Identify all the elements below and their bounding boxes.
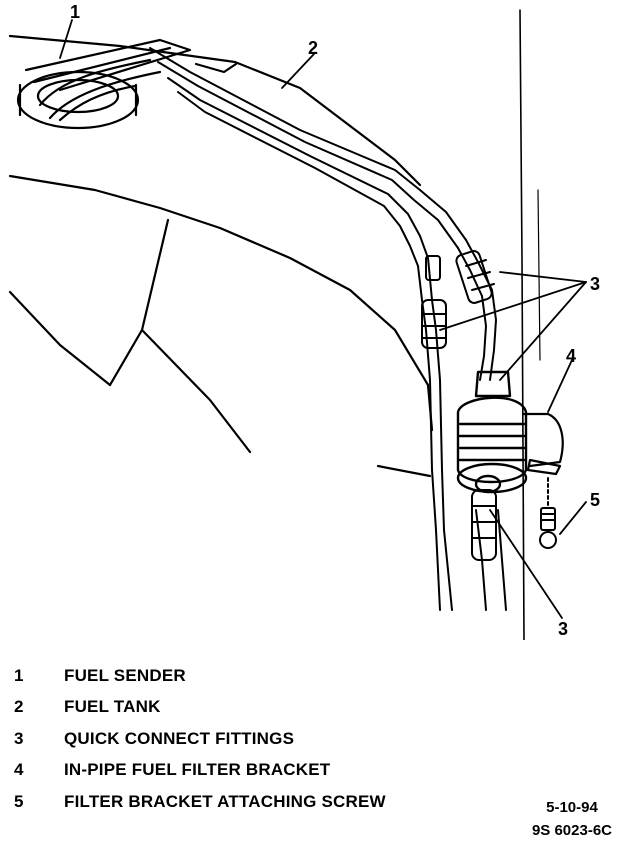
legend-text: IN-PIPE FUEL FILTER BRACKET — [64, 760, 331, 780]
legend-number: 5 — [14, 791, 24, 811]
quick-connect-fitting-upper — [455, 250, 495, 304]
legend-item: 3 QUICK CONNECT FITTINGS — [14, 723, 474, 755]
legend-item: 4 IN-PIPE FUEL FILTER BRACKET — [14, 755, 474, 787]
bracket-screw — [539, 477, 557, 549]
filter-bracket — [522, 412, 564, 476]
fuel-lines — [149, 47, 507, 611]
quick-connect-fitting-middle — [421, 255, 447, 349]
callout-3-lower: 3 — [558, 619, 568, 639]
callout-5: 5 — [590, 490, 600, 510]
legend-item: 1 FUEL SENDER — [14, 660, 474, 692]
document-id: 5-10-94 9S 6023-6C — [532, 796, 612, 842]
fuel-tank-outline — [8, 9, 541, 640]
legend-item: 2 FUEL TANK — [14, 692, 474, 724]
legend-text: FUEL TANK — [64, 697, 161, 717]
quick-connect-fitting-lower — [471, 489, 497, 561]
callout-2: 2 — [308, 38, 318, 58]
legend-number: 3 — [14, 728, 24, 748]
leader-lines — [59, 19, 587, 619]
legend-number: 2 — [14, 697, 24, 717]
callout-1: 1 — [70, 2, 80, 22]
fuel-system-diagram: 1 2 3 3 4 5 — [8, 2, 600, 640]
legend-text: FILTER BRACKET ATTACHING SCREW — [64, 791, 386, 811]
document-date: 5-10-94 — [546, 799, 598, 816]
legend-number: 1 — [14, 665, 24, 685]
legend-item: 5 FILTER BRACKET ATTACHING SCREW — [14, 786, 474, 818]
fuel-filter — [456, 370, 528, 494]
callout-3-upper: 3 — [590, 274, 600, 294]
legend: 1 FUEL SENDER 2 FUEL TANK 3 QUICK CONNEC… — [14, 660, 474, 818]
document-code: 9S 6023-6C — [531, 822, 612, 839]
legend-number: 4 — [14, 760, 24, 780]
legend-text: FUEL SENDER — [64, 665, 186, 685]
callout-4: 4 — [566, 346, 576, 366]
fuel-sender — [16, 38, 238, 130]
legend-text: QUICK CONNECT FITTINGS — [64, 728, 295, 748]
